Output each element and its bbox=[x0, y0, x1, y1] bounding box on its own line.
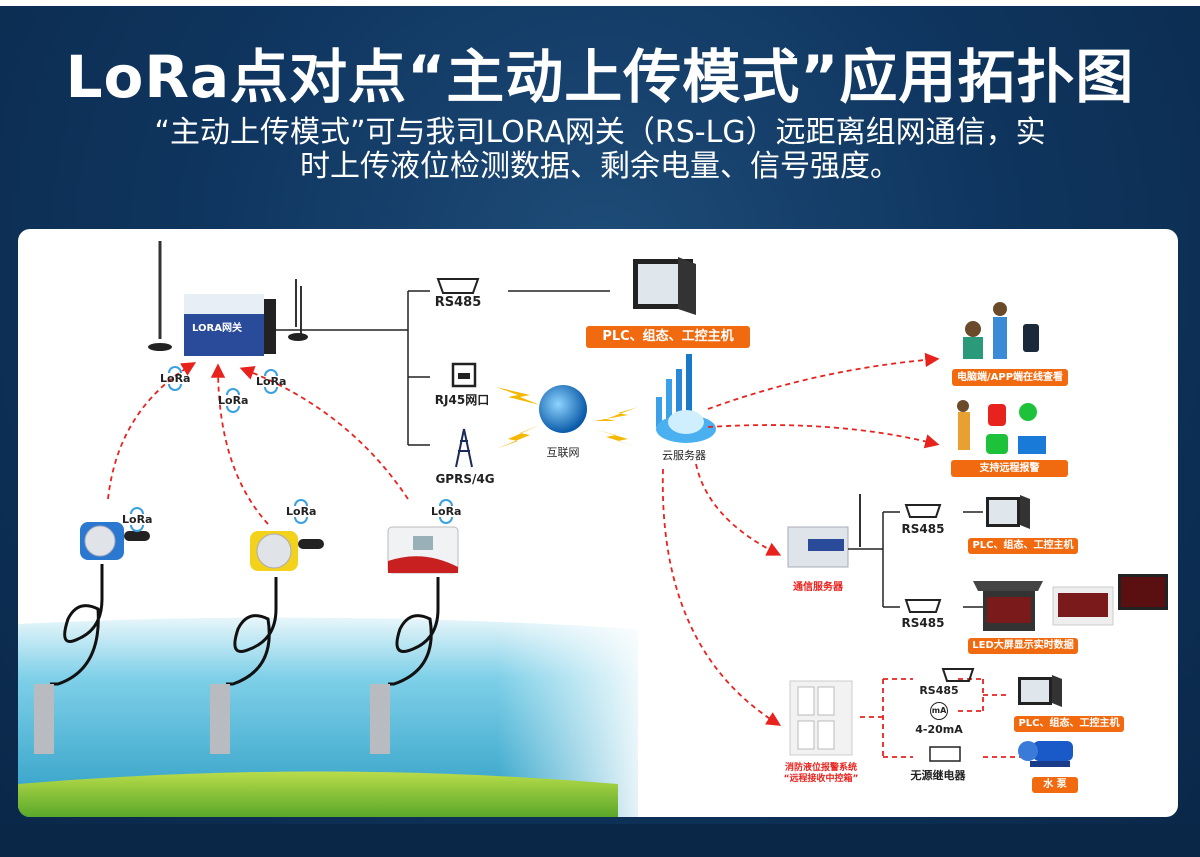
plc-host-tag-2: PLC、组态、工控主机 bbox=[968, 538, 1078, 554]
sensor-lora-badge: LoRa bbox=[122, 513, 153, 526]
lora-badge: LoRa bbox=[218, 394, 249, 407]
comm-server-label: 通信服务器 bbox=[793, 582, 843, 593]
cloud-server-label: 云服务器 bbox=[662, 449, 706, 462]
water-pump-image bbox=[1018, 741, 1073, 767]
led-screen-tag: LED大屏显示实时数据 bbox=[968, 638, 1078, 654]
subtitle-line-2: 时上传液位检测数据、剩余电量、信号强度。 bbox=[300, 149, 900, 184]
plc-host-tag-3: PLC、组态、工控主机 bbox=[1014, 716, 1124, 732]
footer-band bbox=[0, 824, 1200, 857]
control-box-label-line-2: “远程接收中控箱” bbox=[783, 774, 859, 784]
sensor-wallbox bbox=[370, 526, 459, 754]
remote-alarm-tag: 支持远程报警 bbox=[951, 460, 1068, 477]
sensor-lora-badge: LoRa bbox=[431, 505, 462, 518]
gprs-label: GPRS/4G bbox=[435, 472, 495, 486]
comm-server-device bbox=[787, 494, 861, 568]
topology-diagram bbox=[18, 241, 1168, 817]
control-box-label: 消防液位报警系统 “远程接收中控箱” bbox=[784, 763, 859, 785]
lora-badge: LoRa bbox=[256, 375, 287, 388]
lightning-icons bbox=[496, 387, 638, 449]
monitor-image bbox=[633, 257, 696, 315]
page-title: LoRa点对点“主动上传模式”应用拓扑图 bbox=[65, 43, 1135, 111]
lora-badge: LoRa bbox=[160, 372, 191, 385]
rs485-label-4: RS485 bbox=[919, 684, 959, 697]
internet-globe-icon bbox=[539, 385, 587, 433]
top-strip bbox=[0, 0, 1200, 6]
page-subtitle: “主动上传模式”可与我司LORA网关（RS-LG）远距离组网通信，实 时上传液位… bbox=[40, 116, 1160, 184]
led-screens bbox=[973, 574, 1168, 631]
gateway-bus bbox=[276, 290, 610, 446]
sensor-lora-badge: LoRa bbox=[286, 505, 317, 518]
user-illustrations bbox=[957, 302, 1039, 450]
control-box-label-line-1: 消防液位报警系统 bbox=[784, 763, 857, 773]
water-scene bbox=[18, 617, 658, 817]
comm-server-bus bbox=[848, 504, 983, 613]
sensor-yellow bbox=[210, 531, 324, 754]
relay-label: 无源继电器 bbox=[910, 769, 966, 782]
email-icon bbox=[1018, 436, 1046, 454]
siren-icon bbox=[988, 404, 1006, 426]
wechat-icon bbox=[1019, 403, 1037, 421]
monitor-image-2 bbox=[986, 495, 1030, 529]
online-view-tag: 电脑端/APP端在线查看 bbox=[952, 369, 1068, 386]
gateway-label: LORA网关 bbox=[192, 323, 242, 334]
tower-icon bbox=[455, 428, 473, 468]
water-pump-tag: 水 泵 bbox=[1032, 777, 1078, 793]
monitor-image-3 bbox=[1018, 675, 1062, 707]
rs485-label-2: RS485 bbox=[901, 522, 945, 536]
internet-label: 互联网 bbox=[546, 446, 580, 459]
db9-icon bbox=[436, 278, 480, 294]
rj45-icon bbox=[451, 362, 477, 388]
analog-label: 4-20mA bbox=[915, 723, 963, 736]
cloud-server-icon bbox=[656, 354, 716, 443]
subtitle-line-1: “主动上传模式”可与我司LORA网关（RS-LG）远距离组网通信，实 bbox=[154, 115, 1046, 150]
relay-icon bbox=[929, 746, 961, 762]
rs485-label: RS485 bbox=[434, 295, 482, 310]
alarm-icons bbox=[986, 403, 1046, 454]
sms-icon bbox=[986, 434, 1008, 454]
db9-icon-3 bbox=[941, 668, 975, 682]
plc-host-tag: PLC、组态、工控主机 bbox=[586, 326, 750, 348]
milliamp-icon: mA bbox=[930, 702, 948, 720]
control-box-links bbox=[860, 678, 1038, 758]
rj45-label: RJ45网口 bbox=[434, 393, 490, 407]
lora-gateway-device bbox=[148, 241, 308, 356]
control-box-device bbox=[789, 680, 853, 756]
rs485-label-3: RS485 bbox=[901, 616, 945, 630]
topology-card: LoRa LoRa LoRa LoRa LoRa LoRa LORA网关 RS4… bbox=[18, 229, 1178, 817]
sensor-blue bbox=[34, 522, 150, 754]
